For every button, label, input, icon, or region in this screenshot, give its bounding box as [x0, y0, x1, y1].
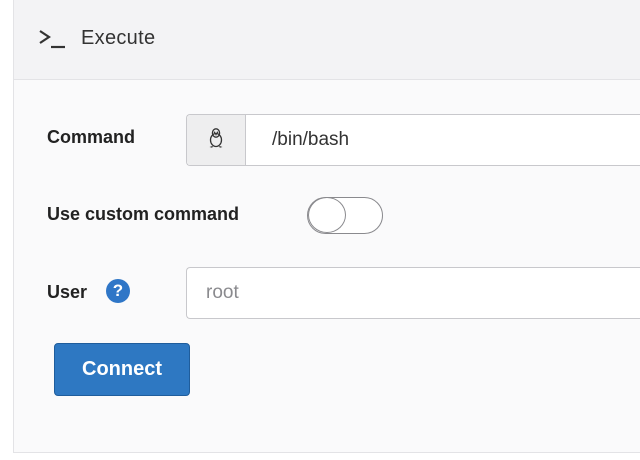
linux-penguin-icon	[209, 128, 223, 148]
command-label: Command	[47, 127, 136, 147]
command-field[interactable]: /bin/bash	[186, 114, 640, 166]
question-circle-icon[interactable]: ?	[106, 279, 130, 303]
panel-title: Execute	[81, 27, 156, 49]
execute-panel: Execute Command /bin/bash Use custom com…	[13, 0, 640, 453]
toggle-knob	[308, 197, 346, 233]
terminal-icon	[38, 27, 66, 51]
command-value: /bin/bash	[272, 129, 350, 150]
command-addon	[187, 115, 246, 165]
custom-command-toggle[interactable]	[307, 197, 383, 234]
user-input[interactable]	[186, 267, 640, 319]
panel-header: Execute	[14, 0, 640, 80]
custom-command-label: Use custom command	[47, 204, 240, 224]
user-label: User	[47, 282, 88, 302]
connect-button[interactable]: Connect	[54, 343, 190, 396]
